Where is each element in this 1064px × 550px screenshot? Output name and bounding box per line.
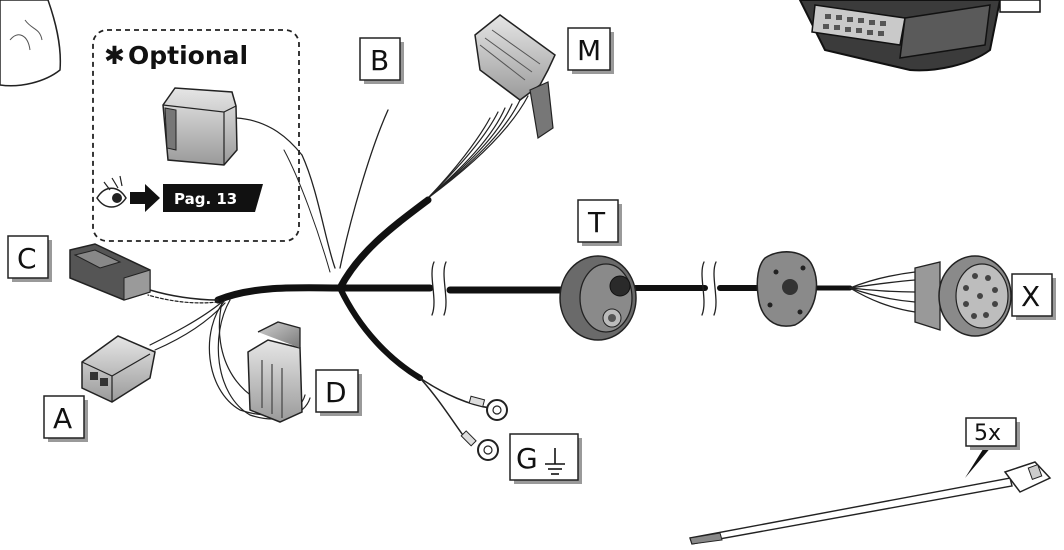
svg-text:G: G <box>516 442 538 475</box>
bag-illustration <box>0 0 62 87</box>
label-g: G <box>509 433 582 484</box>
connector-d <box>247 321 303 423</box>
label-m: M <box>567 27 614 74</box>
label-b: B <box>359 37 404 84</box>
svg-text:A: A <box>53 402 72 435</box>
connector-c <box>69 243 151 301</box>
mounting-plate <box>756 251 818 327</box>
ground-terminals <box>460 395 508 461</box>
socket-x <box>914 255 1012 337</box>
connector-m <box>474 14 556 140</box>
svg-text:T: T <box>587 206 606 239</box>
optional-box: ✱ Optional Pag. 13 <box>92 29 303 242</box>
svg-text:C: C <box>17 242 37 275</box>
label-d: D <box>315 369 362 416</box>
optional-asterisk: ✱ <box>104 41 125 70</box>
svg-text:B: B <box>370 44 389 77</box>
arrow-right-icon <box>130 184 160 212</box>
wire-harness <box>147 95 916 443</box>
label-t: T <box>577 199 622 246</box>
svg-text:5x: 5x <box>974 421 1001 446</box>
grommet-t <box>559 255 637 341</box>
ground-symbol-icon <box>545 448 565 475</box>
label-5x: 5x <box>965 417 1020 450</box>
svg-text:D: D <box>325 376 347 409</box>
svg-text:X: X <box>1021 280 1040 313</box>
page-reference: Pag. 13 <box>174 190 237 208</box>
optional-title: Optional <box>128 41 248 70</box>
label-c: C <box>7 235 52 282</box>
label-a: A <box>43 395 88 442</box>
svg-text:M: M <box>577 34 601 67</box>
label-x: X <box>1011 273 1056 320</box>
connector-a <box>81 335 156 403</box>
eye-icon <box>96 175 127 208</box>
control-module-h <box>798 0 1041 72</box>
cable-tie <box>689 446 1052 545</box>
